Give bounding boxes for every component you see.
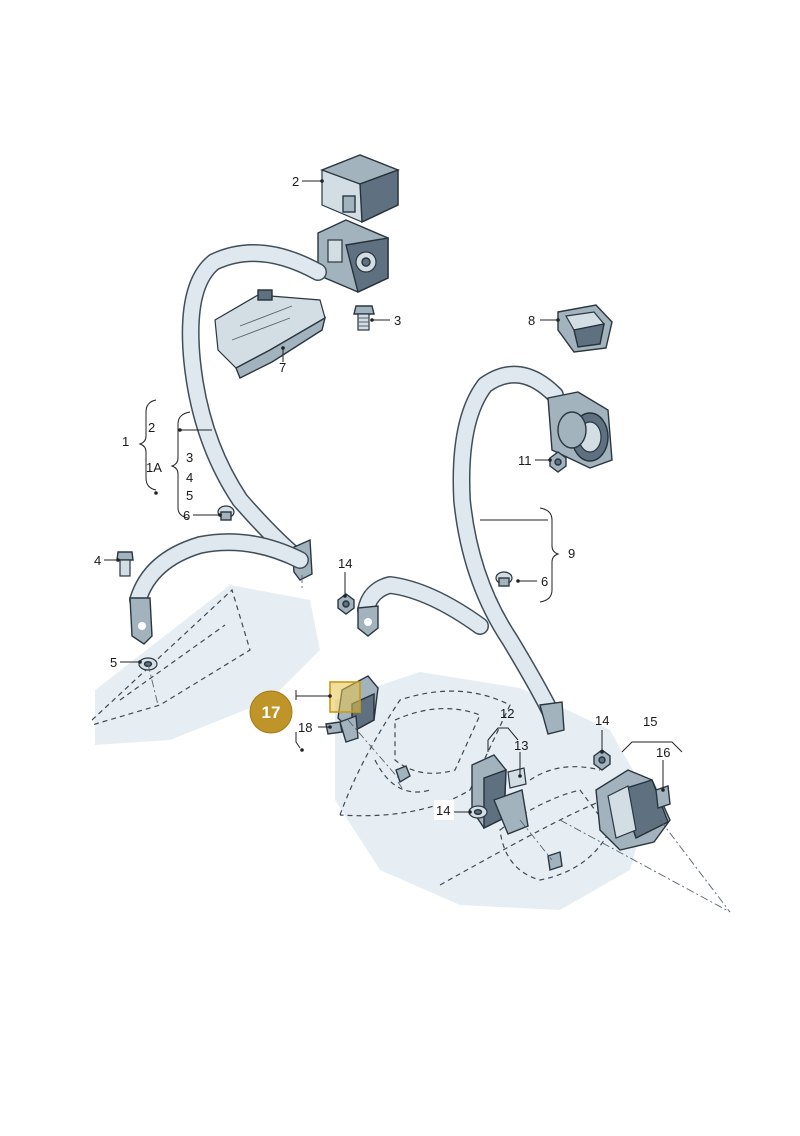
upper-bolt: [353, 305, 375, 331]
callout-6-right: 6: [541, 574, 548, 589]
cap-6-left: [217, 505, 235, 521]
callout-14-right: 14: [595, 713, 609, 728]
callout-1a-belt: 1A: [146, 460, 162, 475]
upper-retractor: [317, 219, 389, 293]
callout-3-belt: 3: [186, 450, 193, 465]
retractor-cover: [320, 154, 400, 224]
cap-6-right: [495, 571, 513, 587]
buckle-right: [595, 769, 671, 851]
bolt-18: [325, 721, 343, 735]
callout-6-left: 6: [183, 508, 190, 523]
rear-seat-left-outline: [91, 585, 320, 745]
bolt-buckle-center: [547, 851, 563, 871]
right-seat-belt: [357, 365, 565, 735]
callout-14-center-bg: [434, 800, 454, 820]
bolt-4: [116, 551, 134, 577]
callout-18-bolt: 18: [298, 720, 312, 735]
left-seat-belt: [129, 244, 327, 645]
leader-lines: [104, 179, 683, 814]
callout-2-cover: 2: [292, 174, 299, 189]
callout-5-washer: 5: [110, 655, 117, 670]
callout-11-nut: 11: [518, 453, 532, 468]
assembly-axis-lines: [147, 575, 731, 913]
callout-13-clip: 13: [514, 738, 528, 753]
callout-16-clip: 16: [656, 745, 670, 760]
callout-labels: 2 3 7 8 11 1 2 1A 3 4 5 6 4 5 14 9 6 18 …: [94, 174, 670, 820]
belt-guide-trim: [214, 289, 327, 379]
callout-14-center: 14: [436, 803, 450, 818]
callout-3-bolt: 3: [394, 313, 401, 328]
callout-15-buckle: 15: [643, 714, 657, 729]
right-retractor: [547, 391, 613, 469]
bolt-buckle-left: [395, 765, 411, 789]
callout-14-left: 14: [338, 556, 352, 571]
badge-circle: [249, 690, 293, 734]
callout-1-belt: 1: [122, 434, 129, 449]
callout-7-trim: 7: [279, 360, 286, 375]
callout-8-guide: 8: [528, 313, 535, 328]
highlight-badge-17[interactable]: 17: [249, 690, 293, 734]
callout-2-belt: 2: [148, 420, 155, 435]
callout-12-buckle: 12: [500, 706, 514, 721]
nut-14-left: [337, 593, 355, 615]
callout-9-belt: 9: [568, 546, 575, 561]
callout-4-belt: 4: [186, 470, 193, 485]
belt-guide-8: [557, 304, 613, 353]
badge-label: 17: [262, 703, 281, 722]
callout-4-bolt: 4: [94, 553, 101, 568]
highlight-box-17: [329, 681, 361, 713]
nut-11: [549, 451, 567, 473]
callout-5-belt: 5: [186, 488, 193, 503]
